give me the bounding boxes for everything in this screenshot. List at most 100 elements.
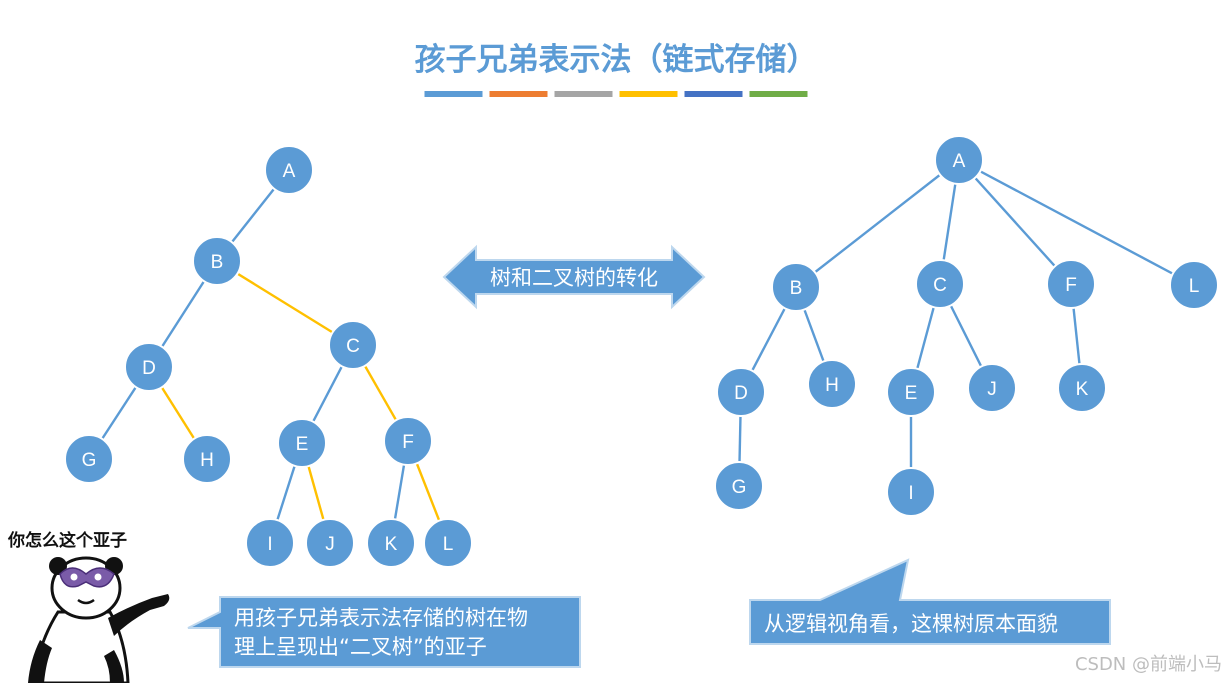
right-node-label: H: [825, 375, 839, 396]
color-bar-segment: [489, 91, 548, 97]
left-node-label: E: [296, 434, 309, 455]
left-node-l: L: [423, 518, 473, 568]
left-node-circle: [182, 434, 232, 484]
right-node-label: B: [790, 278, 803, 299]
left-node-label: C: [346, 336, 360, 357]
left-node-b: B: [192, 236, 242, 286]
left-node-a: A: [264, 145, 314, 195]
left-sibling-edge-b-c: [216, 259, 354, 347]
left-node-label: J: [325, 534, 335, 555]
right-node-b: B: [771, 262, 821, 312]
right-node-f: F: [1046, 259, 1096, 309]
right-node-label: K: [1076, 379, 1089, 400]
right-node-circle: [807, 359, 857, 409]
panda-meme: 你怎么这个亚子: [7, 530, 170, 683]
right-node-label: E: [905, 383, 918, 404]
right-node-label: I: [908, 483, 913, 504]
color-bar-segment: [424, 91, 483, 97]
left-node-label: H: [200, 450, 214, 471]
watermark: CSDN @前端小马: [1075, 654, 1222, 675]
left-node-label: D: [142, 358, 156, 379]
color-bar: [424, 91, 808, 97]
right-node-e: E: [886, 367, 936, 417]
left-node-j: J: [305, 518, 355, 568]
right-node-i: I: [886, 467, 936, 517]
right-node-label: J: [987, 379, 997, 400]
right-node-circle: [1057, 363, 1107, 413]
left-node-k: K: [366, 518, 416, 568]
left-node-e: E: [277, 418, 327, 468]
arrow-label: 树和二叉树的转化: [490, 266, 658, 290]
right-edge-a-f: [958, 159, 1072, 285]
left-node-label: K: [385, 534, 398, 555]
right-tree-nodes: A B C F L D H E J K G I: [714, 135, 1219, 517]
left-node-c: C: [328, 320, 378, 370]
right-node-circle: [1046, 259, 1096, 309]
right-node-label: C: [933, 275, 947, 296]
left-node-circle: [264, 145, 314, 195]
left-node-circle: [423, 518, 473, 568]
right-node-circle: [886, 467, 936, 517]
left-node-label: A: [283, 161, 296, 182]
right-node-label: A: [953, 151, 966, 172]
right-node-k: K: [1057, 363, 1107, 413]
right-callout-text: 从逻辑视角看，这棵树原本面貌: [764, 612, 1058, 636]
right-node-l: L: [1169, 260, 1219, 310]
left-node-circle: [305, 518, 355, 568]
right-node-label: F: [1065, 275, 1077, 296]
left-node-h: H: [182, 434, 232, 484]
left-node-label: F: [402, 432, 414, 453]
right-node-a: A: [934, 135, 984, 185]
left-node-f: F: [383, 416, 433, 466]
right-node-circle: [934, 135, 984, 185]
color-bar-segment: [684, 91, 743, 97]
left-callout: 用孩子兄弟表示法存储的树在物 理上呈现出“二叉树”的亚子: [187, 596, 581, 668]
left-node-i: I: [245, 518, 295, 568]
double-arrow-shape: [442, 244, 706, 310]
left-node-circle: [245, 518, 295, 568]
left-node-circle: [383, 416, 433, 466]
right-node-circle: [1169, 260, 1219, 310]
left-node-label: B: [211, 252, 224, 273]
right-callout-shape: [749, 558, 1111, 645]
right-node-circle: [967, 363, 1017, 413]
left-node-circle: [366, 518, 416, 568]
right-edge-a-b: [795, 159, 960, 288]
left-callout-shape: [187, 596, 581, 668]
right-callout: 从逻辑视角看，这棵树原本面貌: [749, 558, 1111, 645]
right-node-circle: [915, 259, 965, 309]
right-node-circle: [771, 262, 821, 312]
left-callout-line2: 理上呈现出“二叉树”的亚子: [234, 635, 487, 659]
panda-caption: 你怎么这个亚子: [7, 530, 127, 551]
left-node-circle: [328, 320, 378, 370]
color-bar-segment: [554, 91, 613, 97]
page-title: 孩子兄弟表示法（链式存储）: [415, 42, 818, 78]
right-node-d: D: [716, 367, 766, 417]
right-node-circle: [714, 461, 764, 511]
left-node-circle: [124, 342, 174, 392]
left-node-label: I: [267, 534, 272, 555]
panda-figure: [28, 556, 170, 683]
left-node-label: G: [82, 450, 97, 471]
right-node-j: J: [967, 363, 1017, 413]
right-tree-edges: [737, 158, 1195, 492]
left-node-circle: [192, 236, 242, 286]
right-node-label: D: [734, 383, 748, 404]
right-node-g: G: [714, 461, 764, 511]
left-node-d: D: [124, 342, 174, 392]
left-node-circle: [64, 434, 114, 484]
right-node-label: G: [732, 477, 747, 498]
transform-arrow: 树和二叉树的转化: [442, 244, 706, 310]
right-node-h: H: [807, 359, 857, 409]
right-node-c: C: [915, 259, 965, 309]
left-node-label: L: [443, 534, 454, 555]
color-bar-segment: [749, 91, 808, 97]
right-node-circle: [716, 367, 766, 417]
left-callout-line1: 用孩子兄弟表示法存储的树在物: [234, 606, 528, 630]
left-node-g: G: [64, 434, 114, 484]
right-node-circle: [886, 367, 936, 417]
right-edge-a-l: [958, 158, 1195, 287]
left-tree-nodes: A B C D E F G H I J K L: [64, 145, 473, 568]
right-node-label: L: [1189, 276, 1200, 297]
